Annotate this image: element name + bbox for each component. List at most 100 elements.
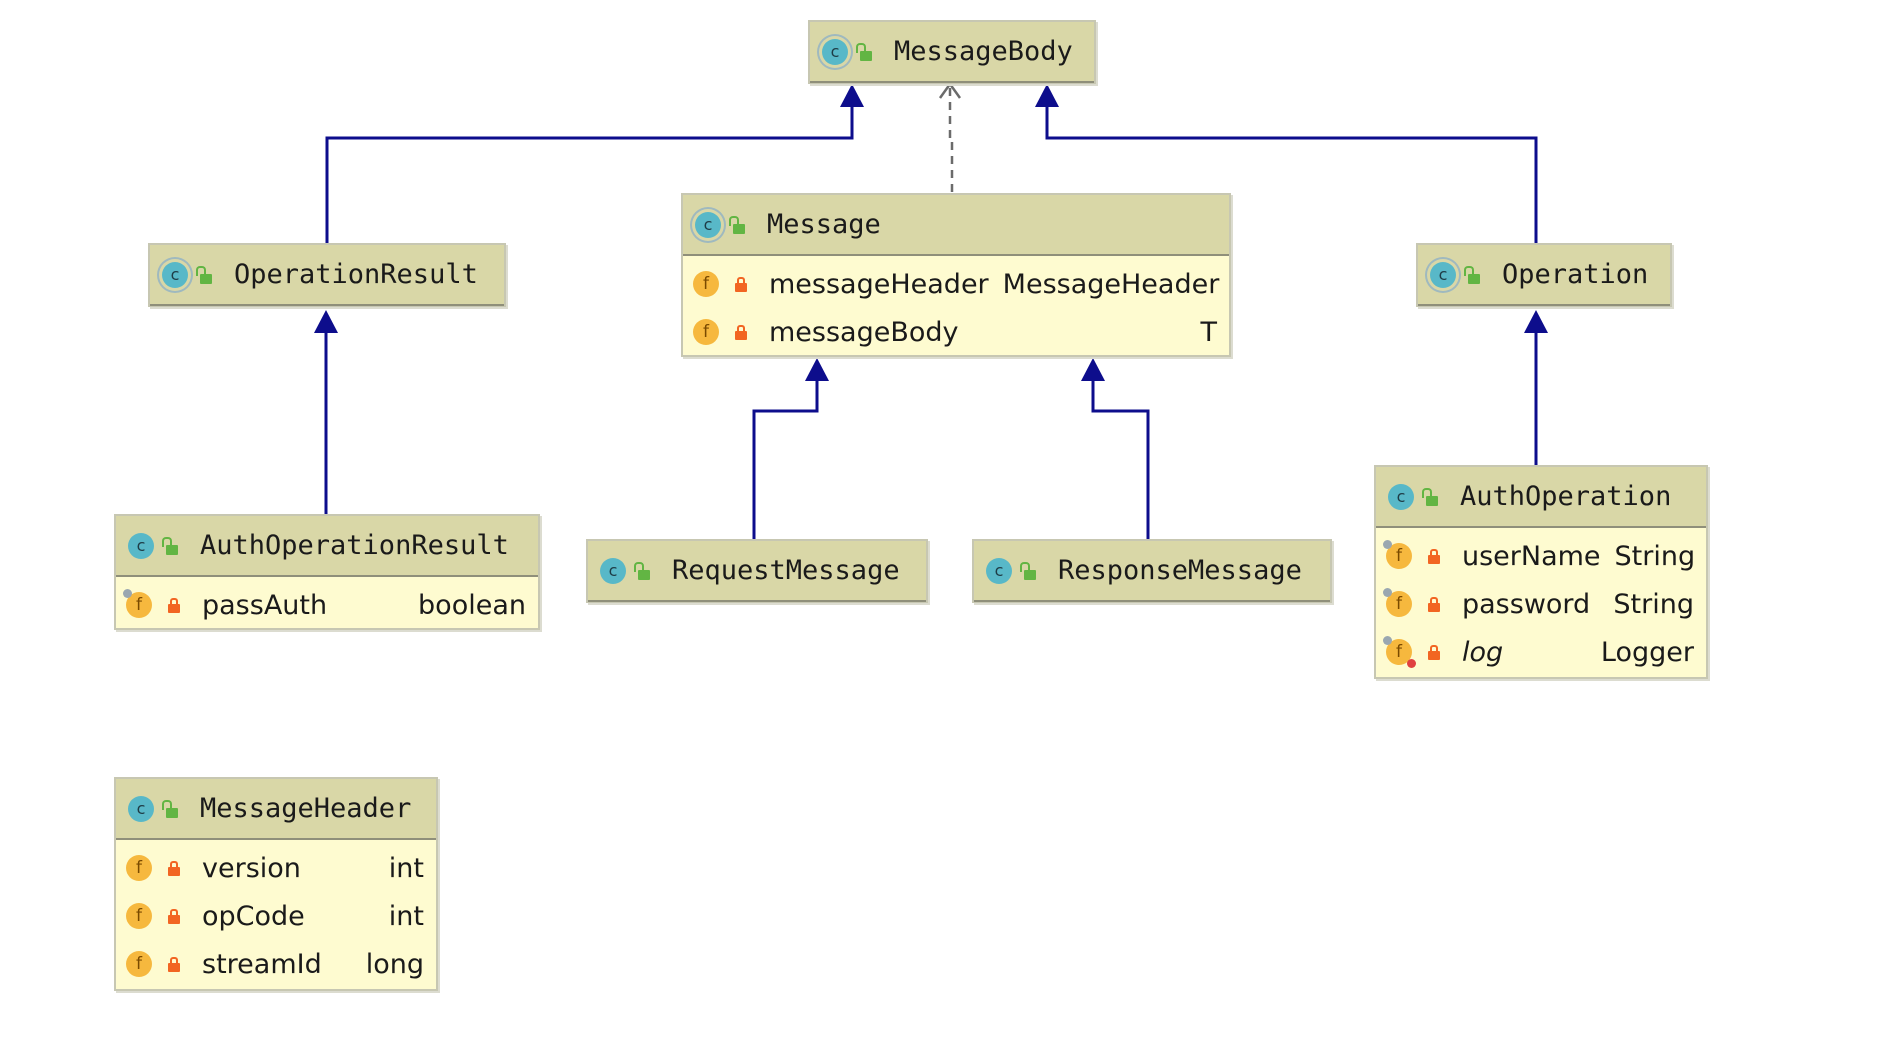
private-lock-icon bbox=[168, 597, 180, 613]
arrowhead-messagebody-right bbox=[1035, 84, 1059, 107]
field-name: userName bbox=[1462, 540, 1601, 572]
field-list: f userName String f password String f lo… bbox=[1376, 528, 1706, 680]
field-list: f version int f opCode int f streamId lo… bbox=[116, 840, 436, 992]
class-header: c OperationResult bbox=[150, 245, 504, 306]
arrowhead-messagebody-center bbox=[938, 81, 962, 99]
class-title: AuthOperation bbox=[1460, 481, 1672, 512]
private-lock-icon bbox=[735, 324, 747, 340]
edge-requestmessage-to-message bbox=[752, 378, 819, 539]
public-icon bbox=[1020, 561, 1036, 580]
field-icon: f bbox=[693, 271, 719, 297]
edge-message-to-messagebody bbox=[948, 88, 954, 192]
private-lock-icon bbox=[1428, 596, 1440, 612]
field-icon: f bbox=[693, 319, 719, 345]
field-name: version bbox=[202, 852, 301, 884]
public-icon bbox=[1464, 265, 1480, 284]
public-icon bbox=[729, 215, 745, 234]
class-title: OperationResult bbox=[234, 259, 478, 290]
public-icon bbox=[634, 561, 650, 580]
class-header: c MessageBody bbox=[810, 22, 1094, 83]
class-title: Operation bbox=[1502, 259, 1649, 290]
class-title: Message bbox=[767, 209, 881, 240]
private-lock-icon bbox=[1428, 548, 1440, 564]
abstract-class-icon: c bbox=[822, 38, 848, 65]
field-name: messageBody bbox=[769, 316, 959, 348]
field-name: password bbox=[1462, 588, 1591, 620]
class-header: c Message bbox=[683, 195, 1229, 256]
field-type: int bbox=[388, 900, 424, 932]
class-title: MessageHeader bbox=[200, 793, 412, 824]
class-operation[interactable]: c Operation bbox=[1416, 243, 1672, 307]
class-icon: c bbox=[128, 532, 154, 559]
field-icon: f bbox=[1383, 540, 1412, 569]
field-icon: f bbox=[1383, 588, 1412, 617]
field-type: String bbox=[1614, 540, 1696, 572]
field-type: T bbox=[1200, 316, 1218, 348]
static-field-icon: f bbox=[1383, 636, 1416, 668]
class-title: ResponseMessage bbox=[1058, 555, 1302, 586]
field-name: passAuth bbox=[202, 589, 328, 621]
class-header: c MessageHeader bbox=[116, 779, 436, 840]
field-row[interactable]: f log Logger bbox=[1383, 628, 1694, 676]
class-authoperationresult[interactable]: c AuthOperationResult f passAuth boolean bbox=[114, 514, 540, 630]
field-name: messageHeader bbox=[769, 268, 989, 300]
field-row[interactable]: f streamId long bbox=[126, 940, 424, 988]
field-name: opCode bbox=[202, 900, 305, 932]
class-messageheader[interactable]: c MessageHeader f version int f opCode i… bbox=[114, 777, 438, 991]
class-header: c AuthOperation bbox=[1376, 467, 1706, 528]
arrowhead-message-left bbox=[805, 358, 829, 381]
field-icon: f bbox=[126, 855, 152, 881]
field-row[interactable]: f userName String bbox=[1383, 532, 1696, 580]
class-responsemessage[interactable]: c ResponseMessage bbox=[972, 539, 1332, 603]
public-icon bbox=[856, 42, 872, 61]
edge-operation-to-messagebody bbox=[1045, 104, 1538, 243]
field-icon: f bbox=[123, 589, 152, 618]
class-authoperation[interactable]: c AuthOperation f userName String f pass… bbox=[1374, 465, 1708, 679]
private-lock-icon bbox=[1428, 644, 1440, 660]
field-icon: f bbox=[126, 951, 152, 977]
field-name: log bbox=[1462, 636, 1504, 668]
field-row[interactable]: f password String bbox=[1383, 580, 1694, 628]
public-icon bbox=[162, 799, 178, 818]
field-icon: f bbox=[126, 903, 152, 929]
class-title: AuthOperationResult bbox=[200, 530, 509, 561]
class-header: c ResponseMessage bbox=[974, 541, 1330, 602]
arrowhead-operation bbox=[1524, 310, 1548, 333]
field-list: f passAuth boolean bbox=[116, 577, 538, 633]
abstract-class-icon: c bbox=[1430, 261, 1456, 288]
arrowhead-operationresult bbox=[314, 310, 338, 333]
class-operationresult[interactable]: c OperationResult bbox=[148, 243, 506, 307]
private-lock-icon bbox=[168, 956, 180, 972]
abstract-class-icon: c bbox=[162, 261, 188, 288]
class-requestmessage[interactable]: c RequestMessage bbox=[586, 539, 928, 603]
private-lock-icon bbox=[735, 276, 747, 292]
arrowhead-message-right bbox=[1081, 358, 1105, 381]
class-icon: c bbox=[600, 557, 626, 584]
field-name: streamId bbox=[202, 948, 322, 980]
field-type: long bbox=[365, 948, 424, 980]
field-row[interactable]: f opCode int bbox=[126, 892, 424, 940]
field-row[interactable]: f passAuth boolean bbox=[123, 581, 526, 629]
field-type: Logger bbox=[1600, 636, 1694, 668]
field-type: String bbox=[1613, 588, 1694, 620]
abstract-class-icon: c bbox=[695, 211, 721, 238]
field-type: boolean bbox=[418, 589, 526, 621]
field-row[interactable]: f messageHeader MessageHeader bbox=[693, 260, 1220, 308]
arrowhead-messagebody-left bbox=[840, 84, 864, 107]
edge-responsemessage-to-message bbox=[1091, 378, 1150, 539]
class-header: c RequestMessage bbox=[588, 541, 926, 602]
private-lock-icon bbox=[168, 908, 180, 924]
field-list: f messageHeader MessageHeader f messageB… bbox=[683, 256, 1229, 360]
class-icon: c bbox=[986, 557, 1012, 584]
class-icon: c bbox=[128, 795, 154, 822]
field-row[interactable]: f messageBody T bbox=[693, 308, 1217, 356]
field-row[interactable]: f version int bbox=[126, 844, 424, 892]
class-messagebody[interactable]: c MessageBody bbox=[808, 20, 1096, 84]
class-header: c Operation bbox=[1418, 245, 1670, 306]
field-type: MessageHeader bbox=[1002, 268, 1220, 300]
public-icon bbox=[162, 536, 178, 555]
field-type: int bbox=[388, 852, 424, 884]
class-message[interactable]: c Message f messageHeader MessageHeader … bbox=[681, 193, 1231, 357]
